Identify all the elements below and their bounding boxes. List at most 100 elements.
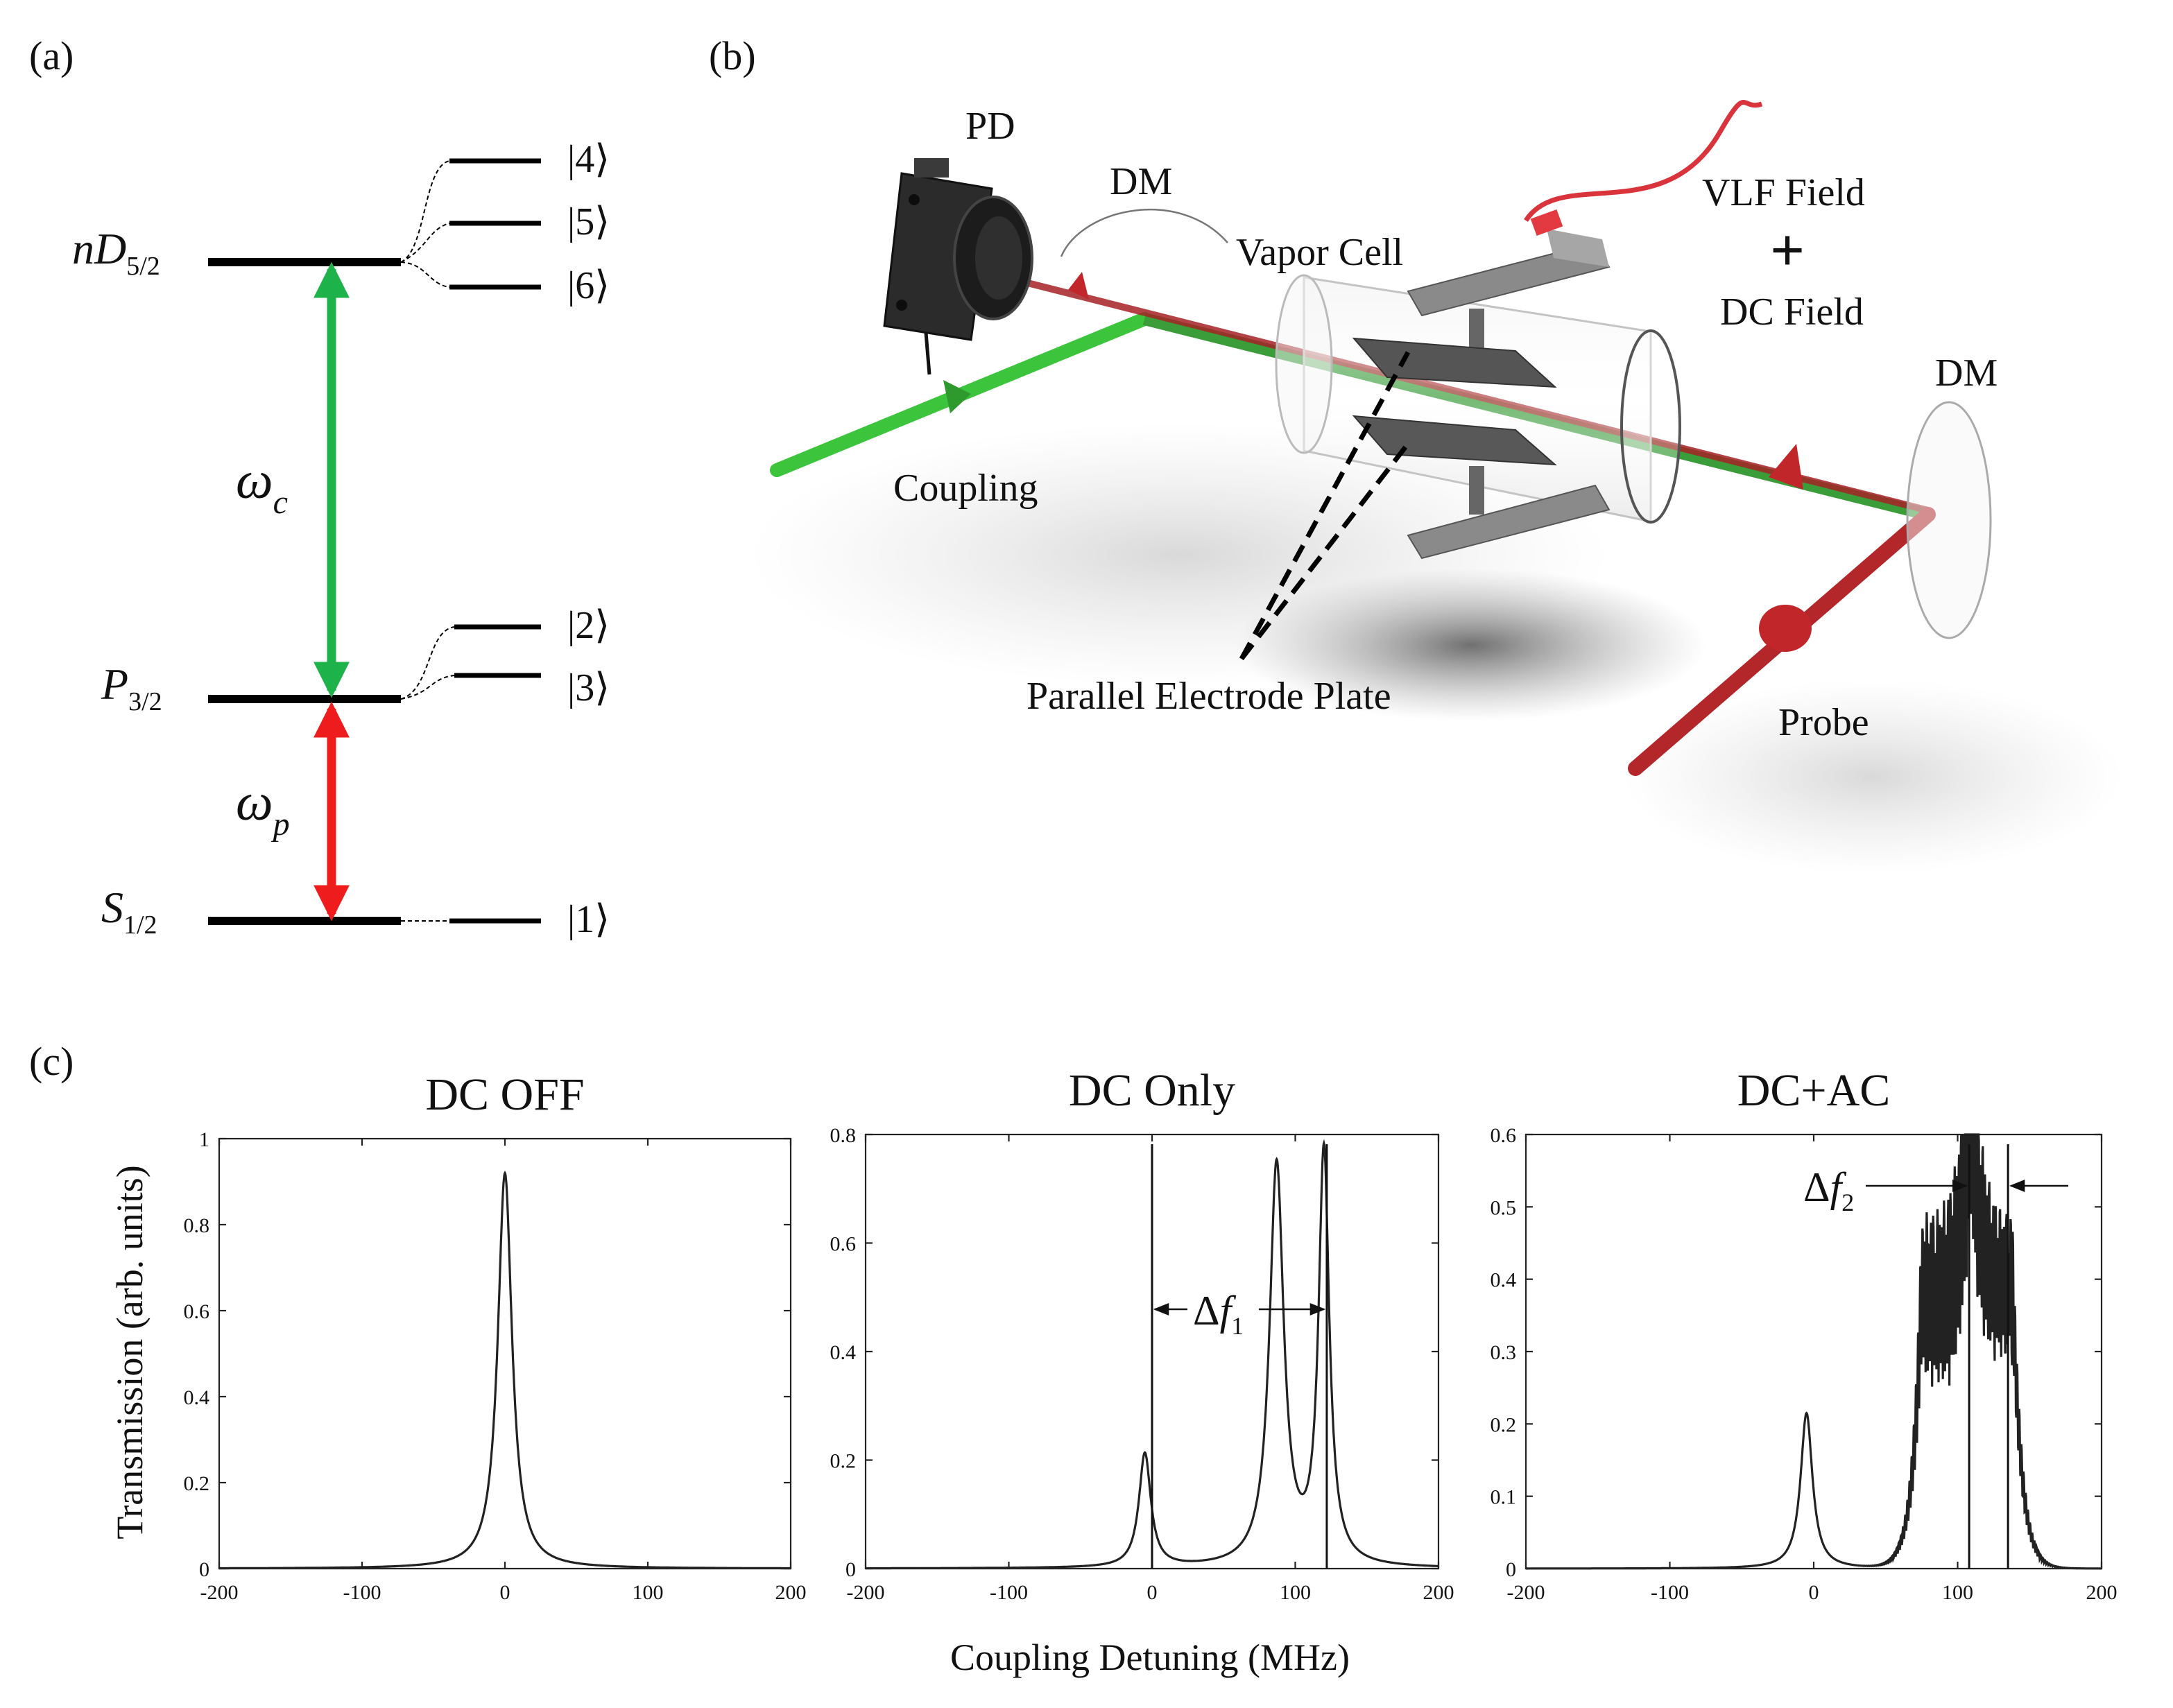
- label-probe: Probe: [1778, 701, 1869, 744]
- y-tick-label: 0.2: [830, 1450, 857, 1473]
- level-nd52-sub: 5/2: [126, 252, 160, 281]
- x-tick-label: -200: [847, 1581, 885, 1604]
- label-pd: PD: [965, 105, 1015, 148]
- x-tick-label: 100: [1942, 1581, 1973, 1604]
- level-s12-sub: 1/2: [123, 911, 157, 940]
- x-tick-label: -100: [990, 1581, 1028, 1604]
- x-tick-label: 100: [1280, 1581, 1311, 1604]
- panel-label-b: (b): [709, 33, 756, 78]
- y-tick-label: 0.2: [184, 1472, 210, 1495]
- photodetector: [883, 158, 1033, 375]
- electrode-pointer-2: [1239, 442, 1410, 661]
- dichroic-mirror-right: [1906, 401, 1992, 639]
- x-tick-label: -200: [1507, 1581, 1545, 1604]
- x-tick-label: 0: [1147, 1581, 1158, 1604]
- label-dm-right: DM: [1935, 352, 1998, 395]
- y-tick-label: 1: [199, 1128, 209, 1151]
- floor-shadow-right: [1623, 680, 2122, 874]
- y-tick-label: 0.8: [184, 1214, 210, 1237]
- label-vlf-field: VLF Field: [1702, 171, 1865, 214]
- x-tick-label: 0: [500, 1581, 510, 1604]
- y-tick-label: 0.4: [1491, 1269, 1517, 1292]
- y-tick-label: 0.1: [1491, 1486, 1517, 1509]
- y-tick-label: 0: [199, 1558, 209, 1581]
- y-tick-label: 0.2: [1491, 1413, 1517, 1436]
- level-nd52-main: nD: [72, 224, 126, 273]
- splitting-lines: [400, 160, 455, 922]
- plot-title: DC OFF: [425, 1069, 584, 1120]
- level-nd52-label: nD5/2: [72, 224, 160, 281]
- x-tick-label: -200: [200, 1581, 239, 1604]
- delta-f2-sub: 2: [1841, 1189, 1854, 1216]
- vapor-cell: [1275, 274, 1681, 524]
- omega-c-symbol: ω: [236, 451, 273, 510]
- omega-p-sub: p: [271, 806, 290, 843]
- y-axis-label: Transmission (arb. units): [109, 1165, 151, 1539]
- plot-title: DC+AC: [1737, 1065, 1891, 1116]
- y-tick-label: 0: [1506, 1558, 1516, 1581]
- panel-label-c: (c): [29, 1039, 74, 1084]
- spectrum-line: [1526, 1133, 2102, 1570]
- level-p32-sub: 3/2: [128, 687, 162, 716]
- ket-4: |4⟩: [567, 138, 610, 181]
- y-tick-label: 0.8: [830, 1124, 857, 1147]
- delta-f1-label: Δf1: [1193, 1288, 1244, 1340]
- y-tick-label: 0.6: [830, 1233, 857, 1256]
- x-tick-label: -100: [343, 1581, 381, 1604]
- bottom-clamp: [1407, 484, 1611, 560]
- ket-3: |3⟩: [567, 666, 610, 709]
- delta-f2-delta: Δ: [1803, 1164, 1830, 1210]
- panel-label-a: (a): [29, 33, 74, 78]
- plot-frame: [218, 1137, 792, 1570]
- y-tick-label: 0: [845, 1558, 856, 1581]
- x-axis-label: Coupling Detuning (MHz): [950, 1637, 1350, 1678]
- ket-6: |6⟩: [567, 264, 610, 307]
- level-s12-label: S1/2: [101, 883, 157, 940]
- x-tick-label: 200: [775, 1581, 807, 1604]
- coupling-return-arrowhead: [1769, 444, 1803, 490]
- pd-arrowhead: [1068, 272, 1089, 300]
- electrode-pointer-1: [1239, 351, 1411, 660]
- probe-arrowhead: [1759, 605, 1812, 652]
- electrode-plates: [1239, 100, 1763, 661]
- experimental-setup: PD DM Vapor Cell VLF Field + DC Field DM…: [749, 100, 2122, 874]
- x-tick-label: 200: [2086, 1581, 2118, 1604]
- omega-c-label: ωc: [236, 451, 288, 521]
- y-tick-label: 0.4: [830, 1341, 857, 1364]
- omega-p-symbol: ω: [236, 773, 273, 831]
- spectrum-line: [219, 1171, 791, 1570]
- x-tick-label: 200: [1423, 1581, 1454, 1604]
- floor-shadow-soft: [749, 423, 1609, 687]
- y-tick-label: 0.5: [1491, 1196, 1517, 1219]
- y-tick-label: 0.6: [184, 1300, 210, 1323]
- level-p32-main: P: [101, 659, 128, 709]
- delta-f1-delta: Δ: [1193, 1288, 1220, 1334]
- dichroic-mirror-left: [1060, 208, 1228, 257]
- coupling-direction-arrowhead: [943, 380, 971, 413]
- omega-c-sub: c: [273, 484, 288, 521]
- delta-f1-sub: 1: [1231, 1312, 1244, 1340]
- label-dc-field: DC Field: [1720, 291, 1864, 334]
- plot-2: DC Only -200 -100 0 100 200 0 0.2 0.4 0.6 0.8: [830, 1065, 1454, 1604]
- ket-2: |2⟩: [567, 604, 610, 647]
- plot-title: DC Only: [1069, 1065, 1235, 1116]
- label-plus: +: [1770, 217, 1805, 284]
- y-tick-label: 0.6: [1491, 1124, 1517, 1147]
- ket-1: |1⟩: [567, 898, 610, 941]
- y-tick-label: 0.4: [184, 1386, 210, 1409]
- level-p32-label: P3/2: [101, 659, 162, 716]
- y-tick-label: 0.3: [1491, 1341, 1517, 1364]
- ket-5: |5⟩: [567, 200, 610, 243]
- label-vapor-cell: Vapor Cell: [1236, 231, 1403, 274]
- delta-f2-label: Δf2: [1803, 1164, 1854, 1216]
- x-tick-label: -100: [1651, 1581, 1689, 1604]
- label-coupling: Coupling: [893, 467, 1038, 510]
- omega-p-label: ωp: [236, 773, 290, 843]
- label-dm-left: DM: [1110, 160, 1172, 203]
- label-electrode: Parallel Electrode Plate: [1027, 675, 1391, 718]
- top-plate: [1352, 337, 1557, 388]
